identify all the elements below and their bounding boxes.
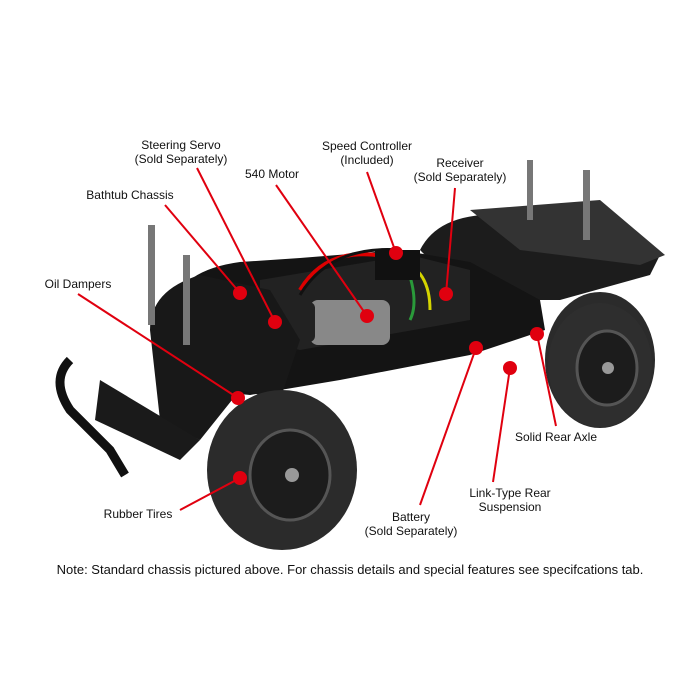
label-speed-controller: Speed Controller(Included) [321, 139, 413, 167]
marker-battery [469, 341, 483, 355]
marker-receiver [439, 287, 453, 301]
label-rubber-tires: Rubber Tires [103, 507, 173, 521]
marker-rubber-tires [233, 471, 247, 485]
label-battery: Battery(Sold Separately) [364, 510, 458, 538]
label-steering-servo: Steering Servo(Sold Separately) [134, 138, 228, 166]
marker-solid-rear-axle [530, 327, 544, 341]
label-bathtub-chassis: Bathtub Chassis [86, 188, 174, 202]
marker-bathtub-chassis [233, 286, 247, 300]
marker-motor [360, 309, 374, 323]
marker-link-rear-suspension [503, 361, 517, 375]
marker-steering-servo [268, 315, 282, 329]
marker-oil-dampers [231, 391, 245, 405]
label-solid-rear-axle: Solid Rear Axle [514, 430, 598, 444]
label-motor: 540 Motor [244, 167, 300, 181]
label-receiver: Receiver(Sold Separately) [413, 156, 507, 184]
label-oil-dampers: Oil Dampers [44, 277, 112, 291]
footnote: Note: Standard chassis pictured above. F… [56, 562, 644, 577]
marker-speed-controller [389, 246, 403, 260]
leader-lines [77, 167, 557, 511]
